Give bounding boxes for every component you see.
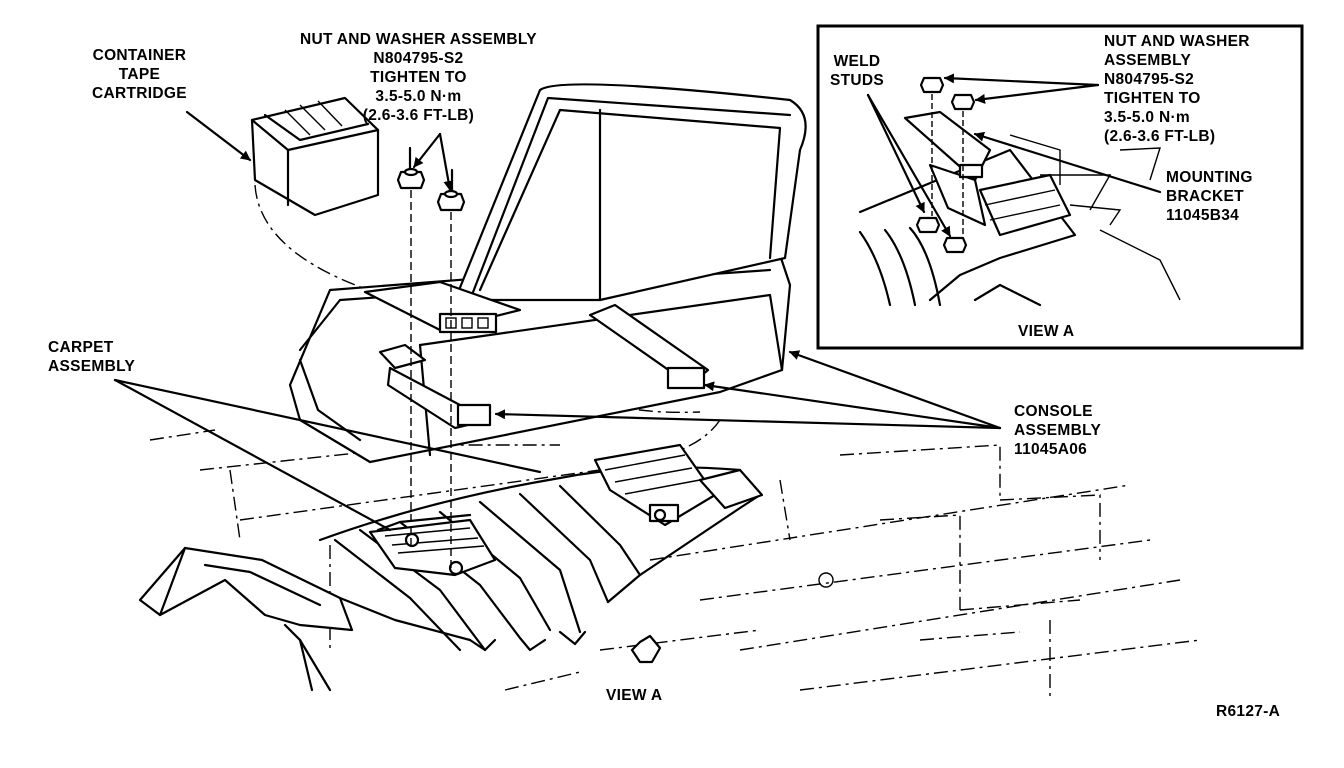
container-tape-cartridge-drawing (250, 96, 380, 217)
container-tape-cartridge-label: CONTAINER TAPE CARTRIDGE (92, 47, 187, 102)
console-assembly-drawing (288, 83, 807, 464)
console-assembly-label: CONSOLE ASSEMBLY 11045A06 (1014, 403, 1102, 458)
view-a-inset-box (816, 24, 1304, 350)
nut-and-stud-drawing (396, 146, 466, 570)
inset-view-a-caption: VIEW A (1018, 323, 1075, 340)
figure-id-label: R6127-A (1216, 703, 1281, 720)
nut-washer-assembly-label: NUT AND WASHER ASSEMBLY N804795-S2 TIGHT… (300, 31, 537, 124)
carpet-assembly-label: CARPET ASSEMBLY (48, 339, 136, 375)
inset-mounting-bracket-label: MOUNTING BRACKET 11045B34 (1166, 169, 1253, 224)
view-a-pointer-label: VIEW A (606, 687, 663, 704)
inset-nut-washer-label: NUT AND WASHER ASSEMBLY N804795-S2 TIGHT… (1104, 33, 1250, 145)
floor-tunnel (318, 443, 764, 652)
inset-weld-studs-label: WELD STUDS (830, 53, 885, 89)
leader-lines (113, 110, 1002, 664)
